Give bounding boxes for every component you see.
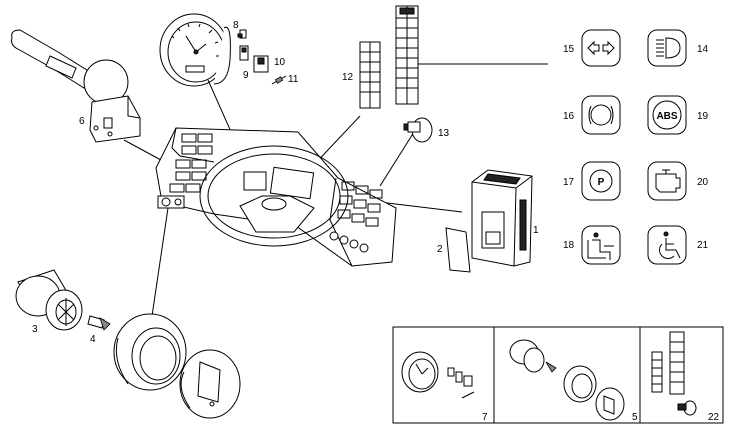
callout-8: 8: [233, 20, 239, 31]
label-strip-top: [395, 5, 419, 105]
callout-20: 20: [697, 177, 709, 188]
symbol-abs: ABS: [647, 95, 687, 135]
callout-15: 15: [563, 44, 575, 55]
gauge-assembly: [159, 13, 231, 87]
callout-2: 2: [437, 244, 443, 255]
knob-13: [403, 117, 433, 143]
symbol-brake-warning: [581, 95, 621, 135]
bezel-ring: [113, 313, 187, 391]
cover-panel-2: [445, 227, 471, 273]
callout-3: 3: [32, 324, 38, 335]
callout-17: 17: [563, 177, 575, 188]
callout-11: 11: [288, 74, 299, 85]
callout-12: 12: [342, 72, 354, 83]
callout-4: 4: [90, 334, 96, 345]
symbol-wheelchair: [647, 225, 687, 265]
symbol-engine-check: [647, 161, 687, 201]
bulb-part-8: [237, 29, 247, 39]
stalk-switch: [11, 29, 141, 143]
bulb-part-11: [271, 75, 287, 85]
callout-9: 9: [243, 70, 249, 81]
parking-brake-icon: P: [598, 177, 605, 188]
callout-22: 22: [708, 412, 720, 423]
inset-panel: [392, 326, 724, 424]
holder-part-9: [239, 45, 249, 61]
callout-21: 21: [697, 240, 709, 251]
callout-10: 10: [274, 57, 286, 68]
callout-16: 16: [563, 111, 575, 122]
dashboard: [155, 127, 397, 267]
bulb-4: [87, 315, 111, 331]
label-strip-12: [359, 41, 381, 109]
callout-5: 5: [632, 412, 638, 423]
rotary-switch-3: [15, 269, 83, 331]
rotary-knob: [179, 349, 241, 419]
control-unit: [471, 169, 533, 267]
abs-icon: ABS: [656, 111, 677, 122]
callout-19: 19: [697, 111, 709, 122]
callout-1: 1: [533, 225, 539, 236]
holder-part-10: [253, 55, 269, 73]
callout-14: 14: [697, 44, 709, 55]
callout-18: 18: [563, 240, 575, 251]
callout-7: 7: [482, 412, 488, 423]
callout-6: 6: [79, 116, 85, 127]
symbol-turn-indicator: [581, 29, 621, 67]
symbol-headlight: [647, 29, 687, 67]
symbol-driver-seat: [581, 225, 621, 265]
callout-numbers: 1 2 3 4 5 6 7 8 9 10 11 12 13 14 15 16 1…: [32, 20, 720, 423]
symbol-parking-brake: P: [581, 161, 621, 201]
callout-13: 13: [438, 128, 450, 139]
